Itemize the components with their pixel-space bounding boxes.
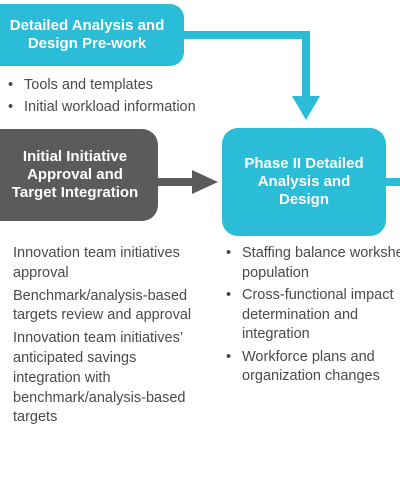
list-item: Cross-functional impact determination an… bbox=[222, 286, 400, 345]
initial-box-line: Target Integration bbox=[11, 184, 139, 202]
list-item: Innovation team initiatives’ anticipated… bbox=[13, 330, 186, 426]
list-item: Initial workload information bbox=[4, 98, 304, 118]
phase2-list: Staffing balance worksheet population Cr… bbox=[222, 244, 400, 390]
initial-approval-box: Initial Initiative Approval and Target I… bbox=[0, 129, 158, 221]
initial-box-line: Approval and bbox=[27, 165, 123, 183]
prework-box-line: Design Pre-work bbox=[27, 35, 147, 52]
phase2-box-line: Design bbox=[278, 191, 329, 209]
list-item: Workforce plans and organization changes bbox=[222, 348, 400, 387]
list-item: Tools and templates bbox=[4, 76, 304, 96]
list-item: Staffing balance worksheet population bbox=[222, 244, 400, 283]
phase2-box: Phase II Detailed Analysis and Design bbox=[222, 128, 386, 236]
phase2-box-line: Analysis and bbox=[257, 172, 351, 190]
prework-to-phase2-connector bbox=[184, 31, 310, 98]
initial-approval-list: Innovation team initiatives approval Ben… bbox=[13, 244, 193, 431]
prework-box-line: Detailed Analysis and bbox=[9, 16, 165, 34]
initial-to-phase2-arrowhead bbox=[192, 170, 218, 194]
initial-box-line: Initial Initiative bbox=[22, 147, 128, 165]
prework-box: Detailed Analysis and Design Pre-work bbox=[0, 4, 184, 66]
list-item: Innovation team initiatives approval bbox=[13, 245, 180, 281]
phase2-box-line: Phase II Detailed bbox=[244, 154, 364, 172]
prework-list: Tools and templates Initial workload inf… bbox=[4, 76, 304, 119]
list-item: Benchmark/analysis-based targets review … bbox=[13, 287, 192, 324]
